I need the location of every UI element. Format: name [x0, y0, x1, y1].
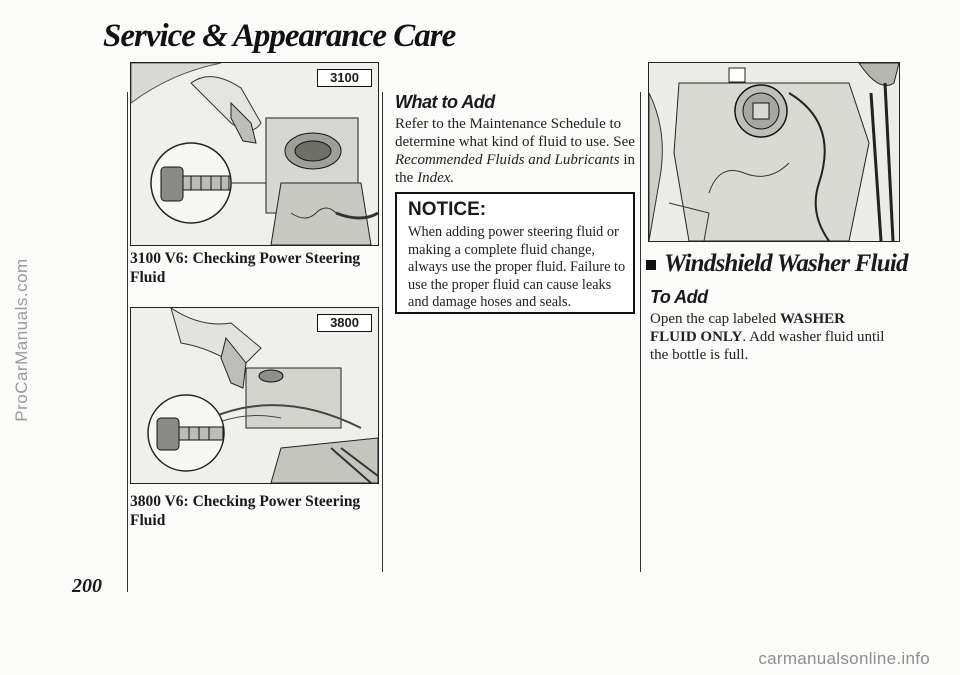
figure-1-caption: 3100 V6: Checking Power Steering Fluid: [130, 250, 361, 286]
figure-washer-fluid-cap: [648, 62, 900, 242]
notice-body: When adding power steering fluid or maki…: [408, 224, 626, 310]
engine-tag-3800: 3800: [317, 314, 372, 332]
section-title: Service & Appearance Care: [103, 18, 456, 54]
notice-title: NOTICE:: [408, 199, 487, 220]
bottom-watermark: carmanualsonline.info: [758, 649, 930, 668]
to-add-heading: To Add: [650, 287, 708, 307]
notice-box: NOTICE: When adding power steering fluid…: [395, 192, 635, 314]
engine-reservoir-illustration: [131, 63, 378, 245]
to-add-paragraph: Open the cap labeled WASHER FLUID ONLY. …: [650, 311, 885, 363]
bullet-square-icon: [646, 260, 656, 271]
windshield-washer-heading: Windshield Washer Fluid: [646, 250, 909, 278]
figure-2-caption: 3800 V6: Checking Power Steering Fluid: [130, 493, 361, 529]
engine-reservoir-illustration: [131, 308, 378, 483]
engine-tag-3100: 3100: [317, 69, 372, 87]
washer-fluid-illustration: [649, 63, 899, 241]
middle-column-rule: [382, 92, 383, 572]
figure-3100-power-steering: 3100: [130, 62, 379, 246]
page-number: 200: [72, 575, 102, 597]
figure-3800-power-steering: 3800: [130, 307, 379, 484]
what-to-add-heading: What to Add: [395, 92, 495, 112]
what-to-add-paragraph: Refer to the Maintenance Schedule to det…: [395, 116, 635, 186]
left-margin-rule: [127, 92, 128, 592]
right-column-rule: [640, 92, 641, 572]
side-watermark: ProCarManuals.com: [12, 258, 31, 422]
